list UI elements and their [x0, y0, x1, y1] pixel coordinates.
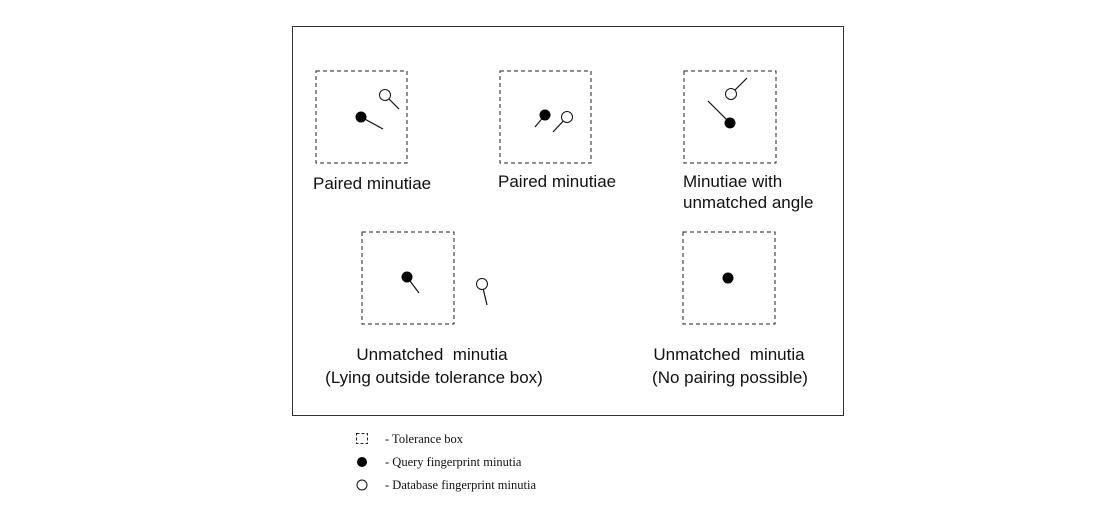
- legend-item-database-minutia: - Database fingerprint minutia: [356, 478, 536, 492]
- tolerance-box: [315, 70, 408, 164]
- panel-outside-tolerance: Unmatched minutia (Lying outside toleran…: [325, 231, 543, 387]
- tolerance-box: [361, 231, 455, 325]
- panel-no-pairing: Unmatched minutia (No pairing possible): [652, 231, 808, 387]
- query-minutia-icon: [357, 457, 367, 467]
- legend-item-query-minutia: - Query fingerprint minutia: [357, 455, 522, 469]
- panel-paired-1: Paired minutiae: [313, 70, 431, 193]
- panel-unmatched-angle: Minutiae with unmatched angle: [683, 70, 813, 212]
- panel-label-line: unmatched angle: [683, 193, 813, 212]
- panel-label-line: (Lying outside tolerance box): [325, 368, 543, 387]
- panel-label-line: (No pairing possible): [652, 368, 808, 387]
- database-minutia: [379, 89, 391, 101]
- tolerance-box: [499, 70, 592, 164]
- query-minutia: [401, 271, 413, 283]
- database-minutia: [725, 88, 737, 100]
- query-minutia: [722, 272, 734, 284]
- legend-item-tolerance-box: - Tolerance box: [356, 432, 464, 446]
- query-minutia: [539, 109, 551, 121]
- panel-label-line: Unmatched minutia: [653, 345, 805, 364]
- panel-label-line: Paired minutiae: [313, 174, 431, 193]
- tolerance-box-icon: [356, 433, 368, 444]
- panel-label-line: Minutiae with: [683, 172, 782, 191]
- database-minutia: [561, 111, 573, 123]
- legend-label: - Tolerance box: [385, 432, 464, 446]
- panel-label-line: Unmatched minutia: [356, 345, 508, 364]
- database-minutia-icon: [356, 479, 368, 491]
- panel-paired-2: Paired minutiae: [498, 70, 616, 191]
- tolerance-box: [682, 231, 776, 325]
- figure-frame: [292, 26, 844, 416]
- legend: - Tolerance box - Query fingerprint minu…: [356, 432, 536, 492]
- database-minutia: [476, 278, 488, 290]
- tolerance-box: [683, 70, 777, 164]
- query-minutia: [724, 117, 736, 129]
- query-minutia: [355, 111, 367, 123]
- legend-label: - Query fingerprint minutia: [385, 455, 522, 469]
- panel-label-line: Paired minutiae: [498, 172, 616, 191]
- legend-label: - Database fingerprint minutia: [385, 478, 536, 492]
